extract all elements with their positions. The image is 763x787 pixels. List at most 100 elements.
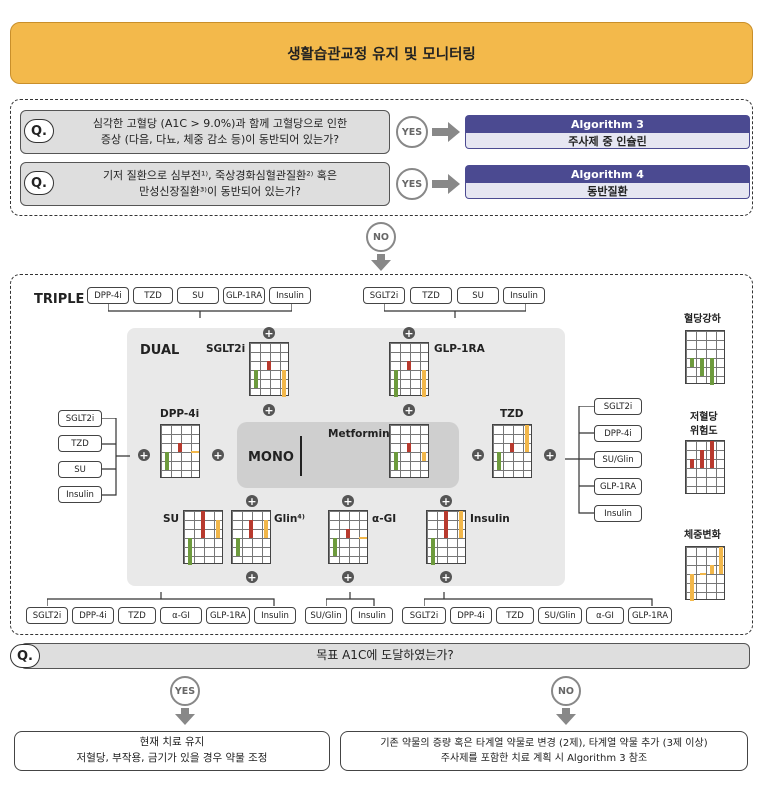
- bar-red: [444, 511, 448, 538]
- dpp4i-effect-grid: [160, 424, 200, 478]
- bar-orange: [191, 451, 199, 453]
- goal-question: 목표 A1C에 도달하였는가?: [20, 643, 750, 669]
- bar-orange: [264, 520, 268, 538]
- bracket: [424, 592, 653, 606]
- left-pill: SGLT2i: [58, 410, 102, 427]
- bottom-pill: TZD: [118, 607, 156, 624]
- bar-red: [510, 443, 514, 452]
- bar-orange: [710, 565, 714, 574]
- bottom-pill: TZD: [496, 607, 534, 624]
- bar-green: [700, 358, 704, 376]
- legend-glucose-grid: [685, 330, 725, 385]
- right-pill: SGLT2i: [594, 398, 642, 415]
- bottom-pill: Insulin: [254, 607, 296, 624]
- plus-icon: +: [263, 403, 275, 417]
- drug-label-glp1ra: GLP-1RA: [434, 343, 485, 355]
- bar-red: [201, 511, 205, 538]
- bar-green: [431, 538, 435, 565]
- left-pill: SU: [58, 461, 102, 478]
- yes-circle: YES: [170, 676, 200, 706]
- right-pill: DPP-4i: [594, 425, 642, 442]
- glin-effect-grid: [231, 510, 271, 564]
- yes-circle: YES: [396, 116, 428, 148]
- plus-icon: +: [342, 494, 354, 508]
- mono-divider: [300, 436, 302, 476]
- plus-icon: +: [440, 570, 452, 584]
- bar-red: [407, 361, 411, 370]
- bar-orange: [216, 520, 220, 538]
- arrow-down-icon: [555, 708, 577, 730]
- bracket: [384, 304, 526, 318]
- bar-orange: [359, 537, 367, 539]
- triple-pill: SGLT2i: [363, 287, 405, 304]
- plus-icon: +: [263, 326, 275, 340]
- tzd-effect-grid: [492, 424, 532, 478]
- legend-hypo-grid: [685, 440, 725, 494]
- triple-pill: TZD: [410, 287, 452, 304]
- bar-orange: [700, 573, 706, 575]
- bar-green: [710, 358, 714, 385]
- q-label: Q.: [24, 171, 54, 195]
- insulin-effect-grid: [426, 510, 466, 565]
- algorithm-4-box: Algorithm 4 동반질환: [465, 165, 750, 199]
- right-pill: Insulin: [594, 505, 642, 522]
- bar-green: [690, 358, 694, 367]
- plus-icon: +: [138, 448, 150, 462]
- dual-label: DUAL: [140, 343, 180, 358]
- plus-icon: +: [246, 494, 258, 508]
- triple-pill: TZD: [133, 287, 173, 304]
- triple-pill: Insulin: [269, 287, 311, 304]
- bar-green: [188, 538, 192, 565]
- plus-icon: +: [472, 448, 484, 462]
- bottom-pill: SGLT2i: [26, 607, 68, 624]
- triple-pill: SU: [177, 287, 219, 304]
- drug-label-metformin: Metformin: [328, 428, 390, 440]
- bottom-pill: DPP-4i: [72, 607, 114, 624]
- drug-label-dpp4i: DPP-4i: [160, 408, 200, 420]
- bar-green: [497, 452, 501, 470]
- bottom-pill: GLP-1RA: [206, 607, 250, 624]
- plus-icon: +: [246, 570, 258, 584]
- bottom-pill: SU/Glin: [305, 607, 347, 624]
- plus-icon: +: [212, 448, 224, 462]
- arrow-down-icon: [174, 708, 196, 730]
- plus-icon: +: [342, 570, 354, 584]
- agi-effect-grid: [328, 510, 368, 564]
- legend-hypo-label-2: 위험도: [690, 426, 718, 437]
- algorithm-3-box: Algorithm 3 주사제 중 인슐린: [465, 115, 750, 149]
- arrow-right-icon: [432, 121, 462, 147]
- bracket: [47, 592, 275, 606]
- triple-label: TRIPLE: [34, 292, 85, 307]
- bracket: [102, 418, 130, 496]
- drug-label-agi: α-GI: [372, 513, 397, 525]
- su-effect-grid: [183, 510, 223, 565]
- bar-red: [690, 459, 694, 468]
- bar-orange: [422, 370, 426, 397]
- mono-label: MONO: [248, 450, 294, 465]
- glp1ra-effect-grid: [389, 342, 429, 397]
- drug-label-glin: Glin⁴⁾: [274, 513, 305, 525]
- bracket: [565, 406, 594, 514]
- bar-green: [165, 452, 169, 470]
- no-circle: NO: [366, 222, 396, 252]
- bar-orange: [459, 511, 463, 538]
- q-label: Q.: [24, 119, 54, 143]
- legend-weight-label: 체중변화: [684, 530, 721, 541]
- bracket: [326, 592, 375, 606]
- bar-red: [710, 441, 714, 468]
- treatment-container: [10, 274, 753, 635]
- bar-green: [394, 370, 398, 397]
- question-container: [10, 99, 753, 216]
- bar-red: [700, 450, 704, 468]
- bottom-pill: Insulin: [351, 607, 393, 624]
- legend-weight-grid: [685, 546, 725, 601]
- bar-orange: [282, 370, 286, 397]
- left-pill: TZD: [58, 435, 102, 452]
- drug-label-tzd: TZD: [500, 408, 524, 420]
- bar-orange: [525, 425, 529, 452]
- triple-pill: GLP-1RA: [223, 287, 265, 304]
- drug-label-sglt2i: SGLT2i: [206, 343, 246, 355]
- lifestyle-banner: 생활습관교정 유지 및 모니터링: [10, 22, 753, 84]
- triple-pill: DPP-4i: [87, 287, 129, 304]
